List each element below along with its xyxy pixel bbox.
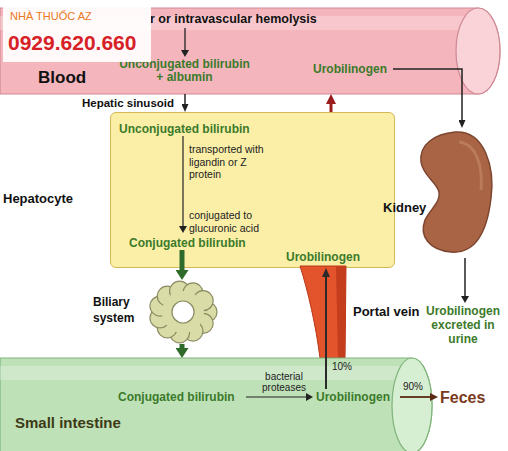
- flow-arrow: [330, 104, 333, 112]
- flow-line: [393, 69, 462, 94]
- arrow-head: [181, 50, 189, 57]
- flow-arrow: [180, 344, 185, 348]
- kidney-shape: [415, 128, 493, 256]
- flow-line: [184, 28, 185, 50]
- step-note: conjugated to glucuronic acid: [189, 209, 277, 234]
- kidney-organ: Kidney: [415, 128, 493, 256]
- bile-flow-line: [180, 250, 185, 268]
- portal-vein: Portal vein: [300, 266, 346, 358]
- compound-label: Unconjugated bilirubin + albumin: [117, 58, 252, 84]
- arrow-head: [306, 393, 313, 401]
- region-label: Hepatic sinusoid: [82, 96, 174, 110]
- flow-line: [464, 258, 466, 296]
- tube-end: [392, 358, 432, 451]
- compound-label: Conjugated bilirubin: [129, 236, 246, 250]
- node-heading: Portal vein: [353, 304, 419, 320]
- node-heading: Small intestine: [15, 414, 121, 432]
- hepatocyte-cell: HepatocyteUnconjugated bilirubintranspor…: [110, 112, 395, 268]
- vein-body: [300, 266, 346, 358]
- tube-body: [0, 8, 500, 94]
- kidney-highlight: [459, 142, 481, 190]
- duct-ring: [162, 291, 204, 333]
- arrow-head: [461, 296, 469, 303]
- blood-vessel: Blood r or intravascular hemolysisUnconju…: [0, 8, 500, 94]
- flow-line: [246, 396, 306, 397]
- flow-arrow: [184, 94, 186, 104]
- process-text: r or intravascular hemolysis: [150, 12, 317, 27]
- step-note: bacterial proteases: [255, 371, 313, 393]
- portal-shape: [300, 266, 346, 358]
- vein-shade: [336, 266, 346, 358]
- flow-arrow: [461, 94, 463, 120]
- compound-label: Urobilinogen: [316, 390, 390, 404]
- compound-label: Urobilinogen: [286, 250, 360, 264]
- node-heading: Blood: [38, 68, 86, 88]
- arrow-head: [430, 393, 438, 401]
- outcome-label: Urobilinogen excreted in urine: [421, 304, 505, 346]
- tube-end: [456, 8, 500, 94]
- flow-line: [325, 358, 327, 389]
- kidney-outline: [421, 132, 492, 252]
- node-heading: Hepatocyte: [3, 191, 73, 207]
- outcome-label: Feces: [440, 388, 485, 407]
- intestine-shape: [0, 358, 432, 451]
- biliary-system: Biliary system: [140, 280, 226, 344]
- flow-line: [182, 136, 183, 226]
- flow-arrow: [325, 277, 327, 358]
- arrow-head: [179, 226, 187, 233]
- watermark-box: [3, 4, 151, 62]
- biliary-shape: [140, 280, 226, 344]
- compound-label: Urobilinogen: [313, 62, 387, 76]
- compound-label: Conjugated bilirubin: [118, 390, 235, 404]
- step-note: transported with ligandin or Z protein: [189, 143, 277, 181]
- flow-arrow: [180, 268, 185, 270]
- small-intestine: Small intestine Conjugated bilirubin bacte…: [0, 358, 432, 451]
- compound-label: Unconjugated bilirubin: [119, 122, 250, 136]
- node-heading: Biliary system: [93, 294, 139, 326]
- node-heading: Kidney: [383, 200, 426, 216]
- duct-lumen: [172, 301, 194, 323]
- tube-highlight: [0, 366, 404, 380]
- flow-line: [400, 396, 430, 398]
- tube-body: [0, 358, 432, 451]
